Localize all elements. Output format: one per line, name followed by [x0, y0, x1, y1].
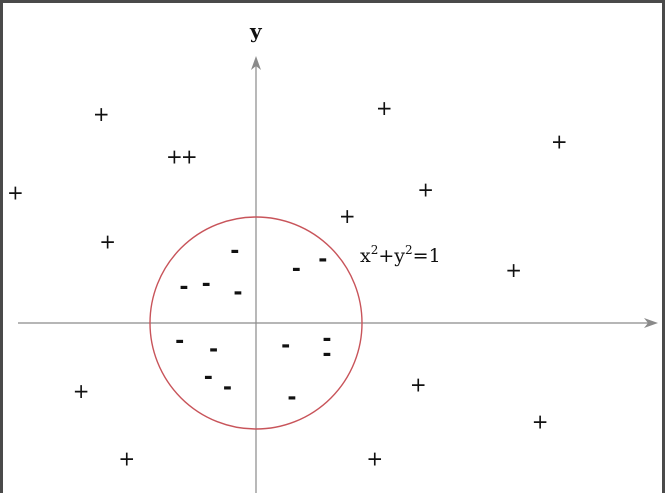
unit-circle — [149, 216, 363, 430]
negative-point-2: - — [179, 275, 188, 300]
positive-point-9: + — [376, 96, 393, 120]
positive-point-3: + — [166, 145, 183, 169]
negative-point-6: - — [318, 248, 327, 273]
equation-exponent-2: 2 — [405, 243, 413, 257]
negative-point-7: - — [175, 329, 184, 354]
negative-point-5: - — [292, 257, 301, 282]
equation-rhs: =1 — [413, 245, 441, 267]
positive-point-7: + — [118, 447, 135, 471]
equation-exponent-1: 2 — [371, 243, 379, 257]
positive-point-10: + — [417, 177, 434, 201]
x-axis-arrowhead — [644, 318, 658, 328]
y-axis-arrowhead — [251, 56, 261, 70]
negative-point-4: - — [233, 280, 242, 305]
equation-mid: +y — [378, 245, 405, 267]
negative-point-10: - — [223, 376, 232, 401]
negative-point-3: - — [202, 272, 211, 297]
positive-point-2: + — [93, 102, 110, 126]
positive-point-11: + — [505, 258, 522, 282]
negative-point-13: - — [322, 342, 331, 367]
positive-point-14: + — [532, 410, 549, 434]
data-marks: +++++++++++++++-------------- — [7, 96, 568, 471]
equation-base: x — [360, 245, 371, 267]
y-axis-label: y — [249, 19, 263, 43]
negative-point-9: - — [204, 365, 213, 390]
negative-point-12: - — [322, 327, 331, 352]
circle-equation-label: x2+y2=1 — [360, 243, 441, 267]
positive-point-15: + — [366, 447, 383, 471]
negative-point-1: - — [230, 239, 239, 264]
positive-point-12: + — [551, 130, 568, 154]
negative-point-14: - — [287, 385, 296, 410]
positive-point-8: + — [339, 204, 356, 228]
positive-point-1: + — [7, 181, 24, 205]
negative-point-8: - — [209, 338, 218, 363]
positive-point-5: + — [99, 229, 116, 253]
axes — [18, 56, 658, 493]
positive-point-4: + — [181, 145, 198, 169]
positive-point-6: + — [73, 379, 90, 403]
negative-point-11: - — [281, 333, 290, 358]
positive-point-13: + — [410, 373, 427, 397]
